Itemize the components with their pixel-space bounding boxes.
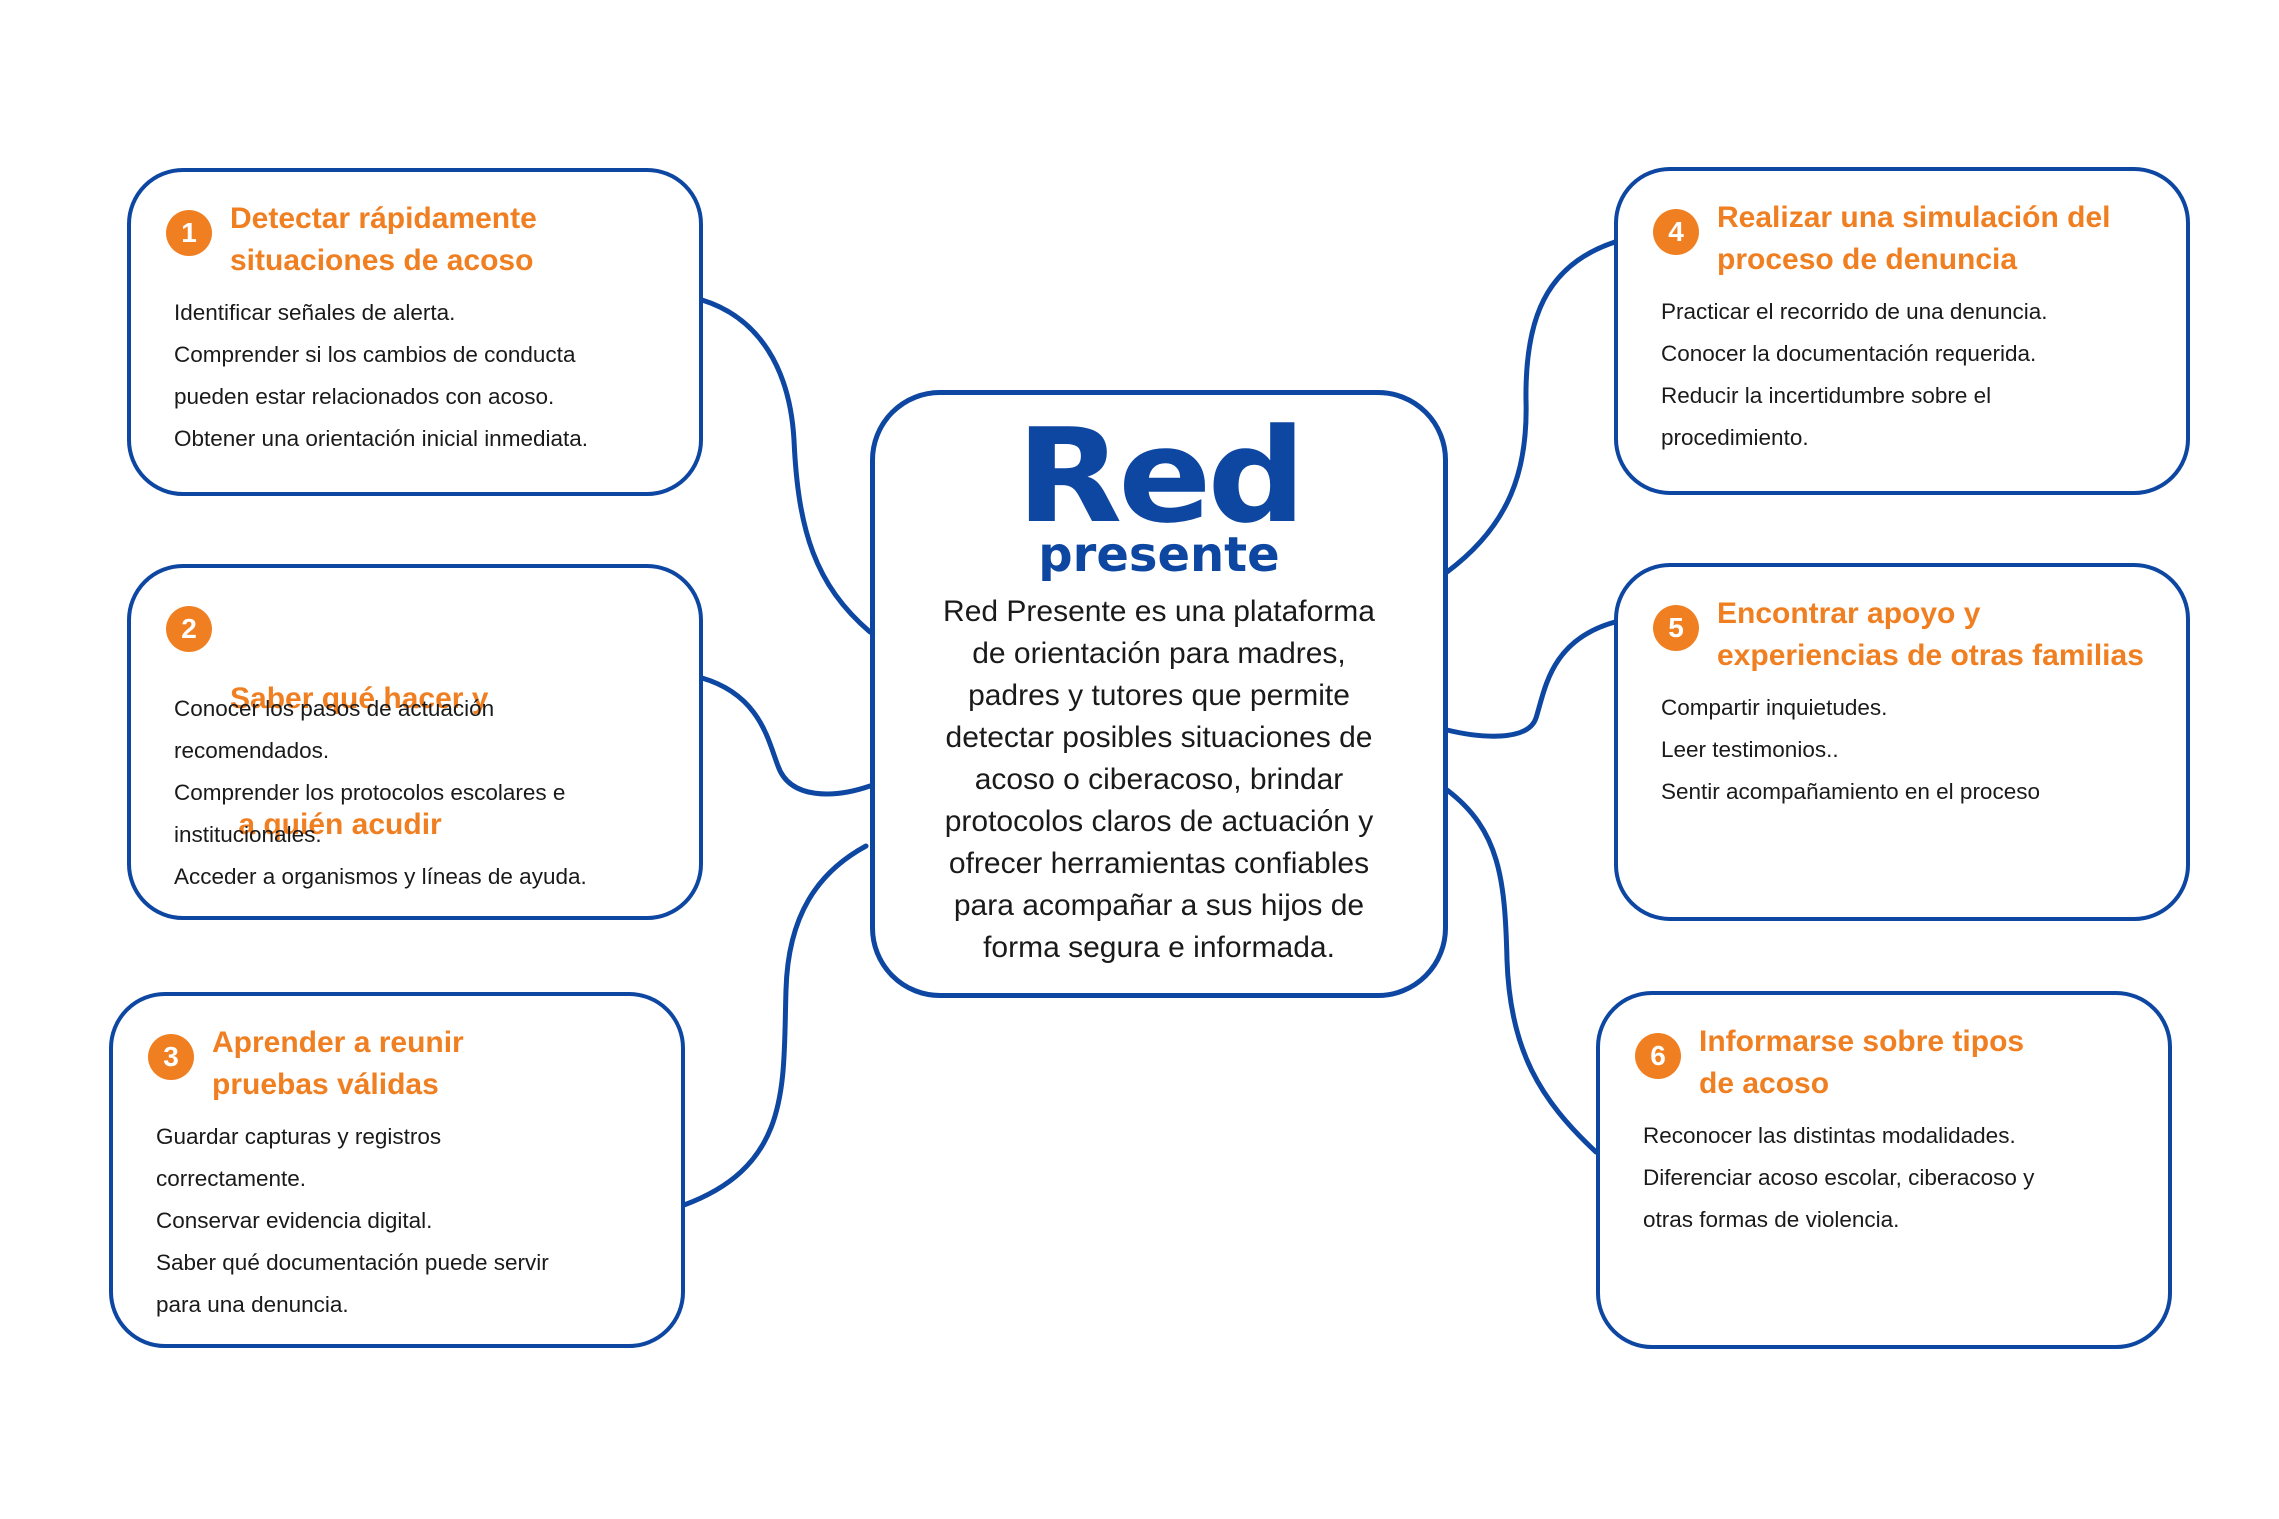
center-card: Red presente Red Presente es una platafo… [870,390,1448,998]
card-item-list: Compartir inquietudes. Leer testimonios.… [1661,687,2040,813]
list-item: Leer testimonios.. [1661,737,1839,762]
card-support: 5 Encontrar apoyo y experiencias de otra… [1614,563,2190,921]
connector-3 [681,843,869,1208]
connector-1 [699,297,873,635]
list-item: Conservar evidencia digital. [156,1208,433,1233]
card-simulation: 4 Realizar una simulación del proceso de… [1614,167,2190,495]
center-description: Red Presente es una plataforma de orient… [943,595,1375,964]
card-item-list: Identificar señales de alerta. Comprende… [174,292,588,460]
card-item-list: Practicar el recorrido de una denuncia. … [1661,291,2047,459]
card-detect: 1 Detectar rápidamente situaciones de ac… [127,168,703,496]
number-badge: 6 [1635,1033,1681,1079]
card-title: Saber qué hacer y a quién acudir [230,682,489,841]
connector-5 [1444,619,1618,739]
list-item: Sentir acompañamiento en el proceso [1661,779,2040,804]
list-item: Identificar señales de alerta. [174,300,456,325]
number-badge: 1 [166,210,212,256]
list-item: Conocer la documentación requerida. [1661,341,2037,366]
number-badge: 4 [1653,209,1699,255]
list-item: Acceder a organismos y líneas de ayuda. [174,864,587,889]
card-title: Detectar rápidamente situaciones de acos… [230,202,537,277]
logo-main-text: Red [1016,400,1306,552]
list-item: Reconocer las distintas modalidades. [1643,1123,2016,1148]
card-title: Realizar una simulación del proceso de d… [1717,201,2111,276]
connector-4 [1444,239,1618,575]
number-badge: 5 [1653,605,1699,651]
list-item: Obtener una orientación inicial inmediat… [174,426,588,451]
card-what-to-do: 2 Saber qué hacer y a quién acudir Conoc… [127,564,703,920]
number-badge: 2 [166,606,212,652]
red-presente-logo: Red presente [875,411,1443,583]
card-title: Encontrar apoyo y experiencias de otras … [1717,597,2144,672]
list-item: Compartir inquietudes. [1661,695,1888,720]
number-badge: 3 [148,1034,194,1080]
card-types: 6 Informarse sobre tipos de acoso Recono… [1596,991,2172,1349]
card-title: Informarse sobre tipos de acoso [1699,1025,2025,1100]
connector-6 [1444,787,1599,1155]
card-item-list: Reconocer las distintas modalidades. Dif… [1643,1115,2034,1241]
card-title: Aprender a reunir pruebas válidas [212,1026,464,1101]
card-evidence: 3 Aprender a reunir pruebas válidas Guar… [109,992,685,1348]
list-item: Practicar el recorrido de una denuncia. [1661,299,2048,324]
logo-sub-text: presente [1038,527,1280,583]
connector-2 [699,675,873,797]
